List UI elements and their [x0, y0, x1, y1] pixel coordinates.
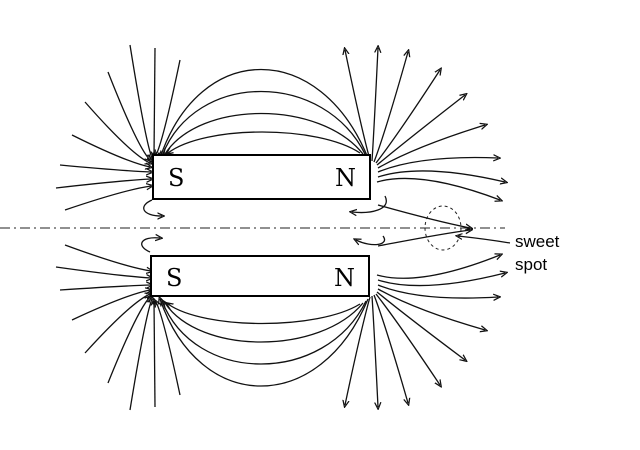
field-line-12 — [377, 170, 505, 182]
field-line-21 — [154, 47, 155, 156]
field-line-15 — [107, 71, 150, 160]
field-line-49 — [377, 204, 470, 228]
top-magnet-body — [152, 154, 371, 200]
bottom-magnet-body — [150, 255, 370, 297]
field-line-42 — [64, 244, 151, 271]
field-line-2 — [162, 90, 367, 157]
field-line-27 — [345, 296, 371, 405]
field-line-30 — [375, 293, 440, 385]
top-magnet-n-pole: N — [335, 164, 356, 192]
field-line-44 — [156, 302, 181, 396]
field-line-28 — [371, 295, 378, 407]
field-line-29 — [373, 294, 408, 403]
field-line-4 — [168, 131, 361, 153]
field-lines — [55, 44, 505, 411]
field-line-6 — [371, 48, 378, 162]
field-line-38 — [84, 294, 150, 354]
field-line-50 — [377, 230, 470, 247]
field-line-14 — [129, 44, 152, 158]
sweet-spot-circle — [424, 205, 462, 251]
field-line-23 — [160, 299, 369, 387]
field-line-1 — [160, 68, 369, 159]
field-line-9 — [376, 95, 465, 166]
field-line-26 — [168, 304, 361, 325]
bottom-magnet-n-pole: N — [334, 264, 355, 292]
field-line-10 — [377, 125, 485, 169]
field-line-47 — [356, 235, 386, 245]
field-line-16 — [84, 101, 150, 163]
field-line-46 — [143, 199, 162, 216]
bottom-magnet-s-pole: S — [166, 264, 182, 292]
field-line-7 — [373, 52, 408, 163]
field-line-5 — [345, 50, 371, 161]
field-line-34 — [377, 273, 505, 287]
field-line-32 — [377, 288, 485, 330]
top-magnet-s-pole: S — [168, 164, 184, 192]
field-line-3 — [165, 112, 364, 155]
field-line-39 — [71, 290, 150, 321]
field-line-31 — [376, 291, 465, 360]
top-magnet: S N — [152, 154, 371, 200]
sweet-spot-label-line2: spot — [515, 255, 547, 274]
field-line-8 — [375, 70, 440, 164]
field-line-20 — [64, 186, 151, 211]
field-line-25 — [165, 303, 364, 343]
field-line-40 — [59, 285, 151, 291]
field-line-22 — [156, 59, 181, 155]
field-line-33 — [377, 284, 498, 298]
field-line-18 — [59, 164, 151, 172]
field-line-41 — [55, 266, 151, 278]
field-line-19 — [55, 179, 151, 189]
field-line-36 — [129, 299, 152, 411]
field-line-24 — [162, 301, 367, 365]
field-line-11 — [377, 158, 498, 173]
field-line-37 — [107, 297, 150, 384]
field-line-48 — [141, 238, 160, 253]
sweet-spot-pointer — [458, 236, 511, 244]
bottom-magnet: S N — [150, 255, 370, 297]
field-line-43 — [154, 301, 155, 408]
field-line-35 — [376, 255, 500, 279]
sweet-spot-label-line1: sweet — [515, 232, 560, 251]
field-line-45 — [352, 195, 387, 212]
field-line-13 — [376, 177, 500, 200]
field-line-17 — [71, 134, 150, 167]
